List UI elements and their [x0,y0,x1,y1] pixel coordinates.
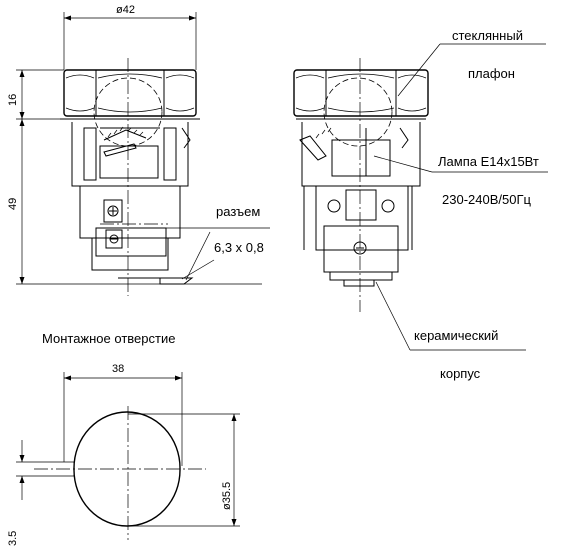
dim-hole-width: 38 [112,363,124,375]
label-voltage: 230-240В/50Гц [442,192,531,207]
left-view-dimensions: ø42 16 49 [7,4,270,285]
dim-height-body: 49 [7,198,19,210]
mounting-hole-view: 38 ø35.5 3.5 [7,363,240,546]
dim-hole-flat: 3.5 [7,531,19,546]
left-side-view [60,58,200,296]
dim-hole-diameter: ø35.5 [221,482,233,510]
dim-top-diameter: ø42 [116,4,135,16]
right-view-leaders [373,43,548,351]
label-glass-2: плафон [468,66,515,81]
dim-height-cap: 16 [7,94,19,106]
label-ceramic-1: керамический [414,328,498,343]
label-lamp: Лампа E14x15Вт [438,154,539,169]
label-mounting-hole: Монтажное отверстие [42,331,175,346]
label-glass-1: стеклянный [452,28,523,43]
label-connector: разъем [216,204,260,219]
label-connector-size: 6,3 x 0,8 [214,240,264,255]
label-ceramic-2: корпус [440,366,481,381]
right-front-view [293,58,429,312]
